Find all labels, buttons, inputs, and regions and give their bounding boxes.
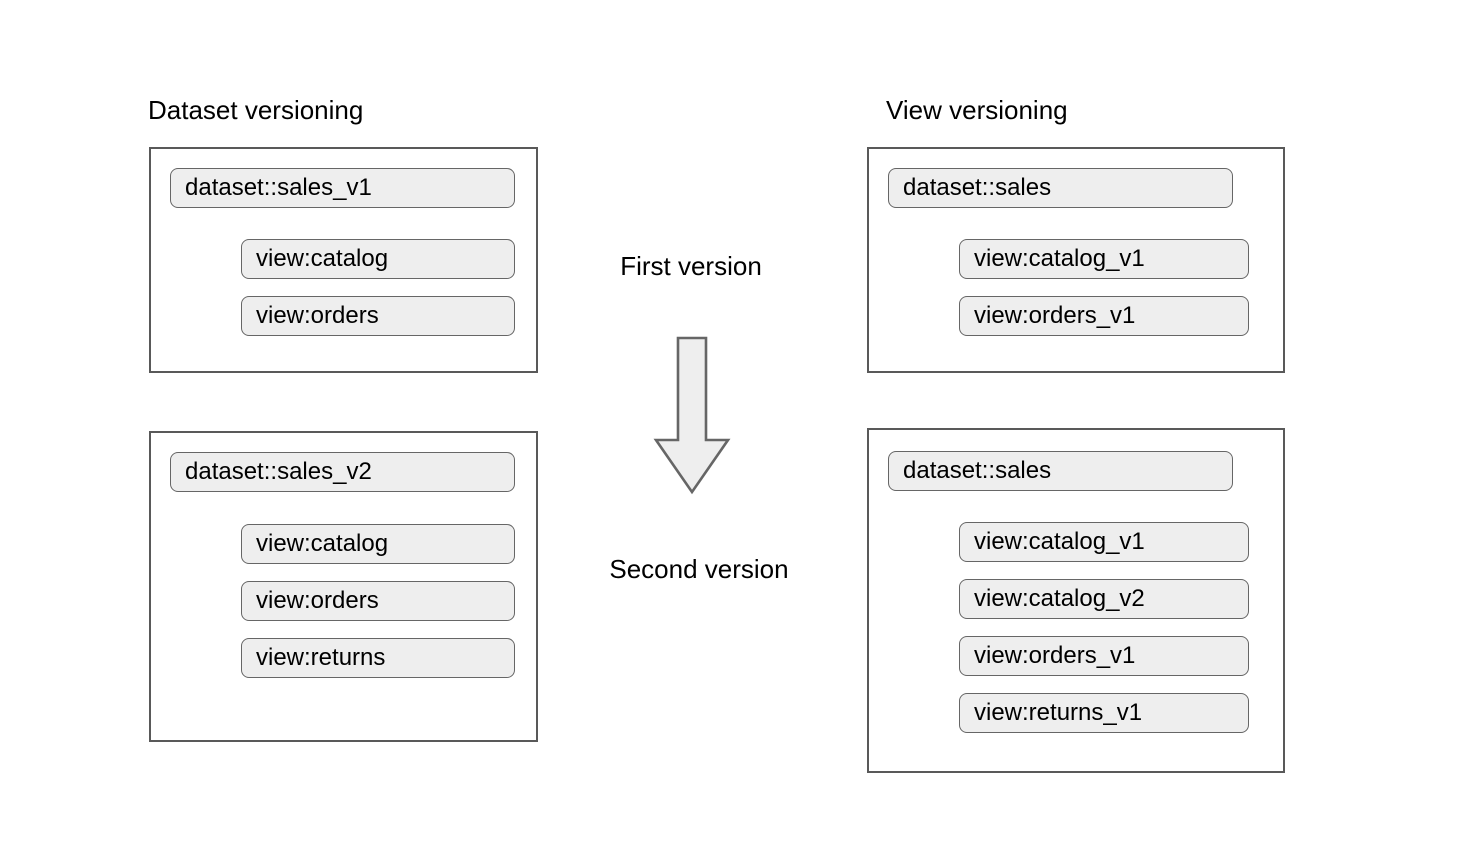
view-pill[interactable]: view:orders bbox=[241, 581, 515, 621]
view-pill[interactable]: view:returns_v1 bbox=[959, 693, 1249, 733]
group-box-view-v1: dataset::sales view:catalog_v1 view:orde… bbox=[867, 147, 1285, 373]
view-pill[interactable]: view:catalog_v1 bbox=[959, 239, 1249, 279]
dataset-pill[interactable]: dataset::sales bbox=[888, 451, 1233, 491]
view-pill[interactable]: view:orders bbox=[241, 296, 515, 336]
group-box-dataset-v1: dataset::sales_v1 view:catalog view:orde… bbox=[149, 147, 538, 373]
view-pill[interactable]: view:orders_v1 bbox=[959, 636, 1249, 676]
view-pill[interactable]: view:catalog bbox=[241, 524, 515, 564]
view-pill[interactable]: view:orders_v1 bbox=[959, 296, 1249, 336]
view-pill[interactable]: view:catalog_v1 bbox=[959, 522, 1249, 562]
down-arrow-icon bbox=[652, 336, 732, 496]
column-title-dataset-versioning: Dataset versioning bbox=[148, 95, 364, 125]
dataset-pill[interactable]: dataset::sales bbox=[888, 168, 1233, 208]
view-pill[interactable]: view:catalog bbox=[241, 239, 515, 279]
center-label-first-version: First version bbox=[620, 251, 762, 281]
view-pill[interactable]: view:returns bbox=[241, 638, 515, 678]
dataset-pill[interactable]: dataset::sales_v2 bbox=[170, 452, 515, 492]
group-box-view-v2: dataset::sales view:catalog_v1 view:cata… bbox=[867, 428, 1285, 773]
group-box-dataset-v2: dataset::sales_v2 view:catalog view:orde… bbox=[149, 431, 538, 742]
view-pill[interactable]: view:catalog_v2 bbox=[959, 579, 1249, 619]
center-label-second-version: Second version bbox=[609, 554, 789, 584]
column-title-view-versioning: View versioning bbox=[886, 95, 1068, 125]
dataset-pill[interactable]: dataset::sales_v1 bbox=[170, 168, 515, 208]
